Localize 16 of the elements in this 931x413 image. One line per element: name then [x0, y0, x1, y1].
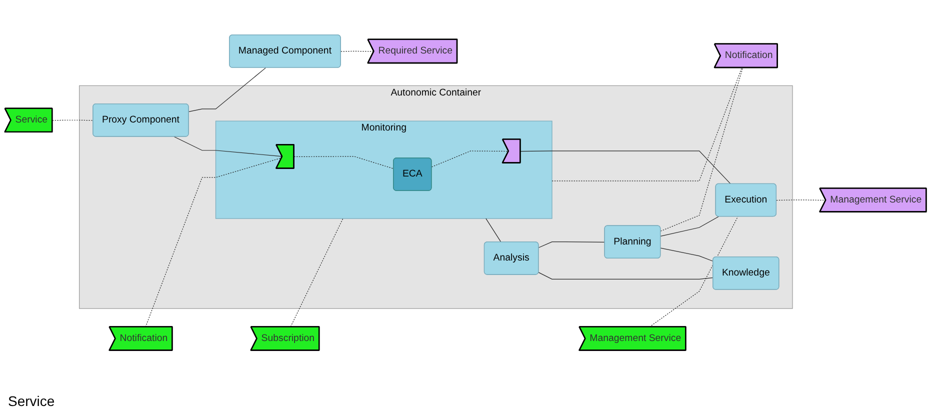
- connector: [538, 272, 714, 280]
- connector: [660, 216, 719, 236]
- port-label: Service: [8, 393, 55, 409]
- connector: [552, 67, 742, 182]
- connector: [649, 216, 738, 328]
- connector: [188, 67, 266, 112]
- connector: [174, 136, 282, 157]
- connector: [294, 156, 394, 169]
- connector: [486, 218, 502, 242]
- connector: [538, 241, 606, 248]
- connector: [431, 150, 509, 168]
- connector: [290, 218, 344, 327]
- connector: [520, 150, 731, 184]
- connector: [660, 67, 744, 232]
- connector: [145, 157, 282, 328]
- connector: [660, 248, 714, 262]
